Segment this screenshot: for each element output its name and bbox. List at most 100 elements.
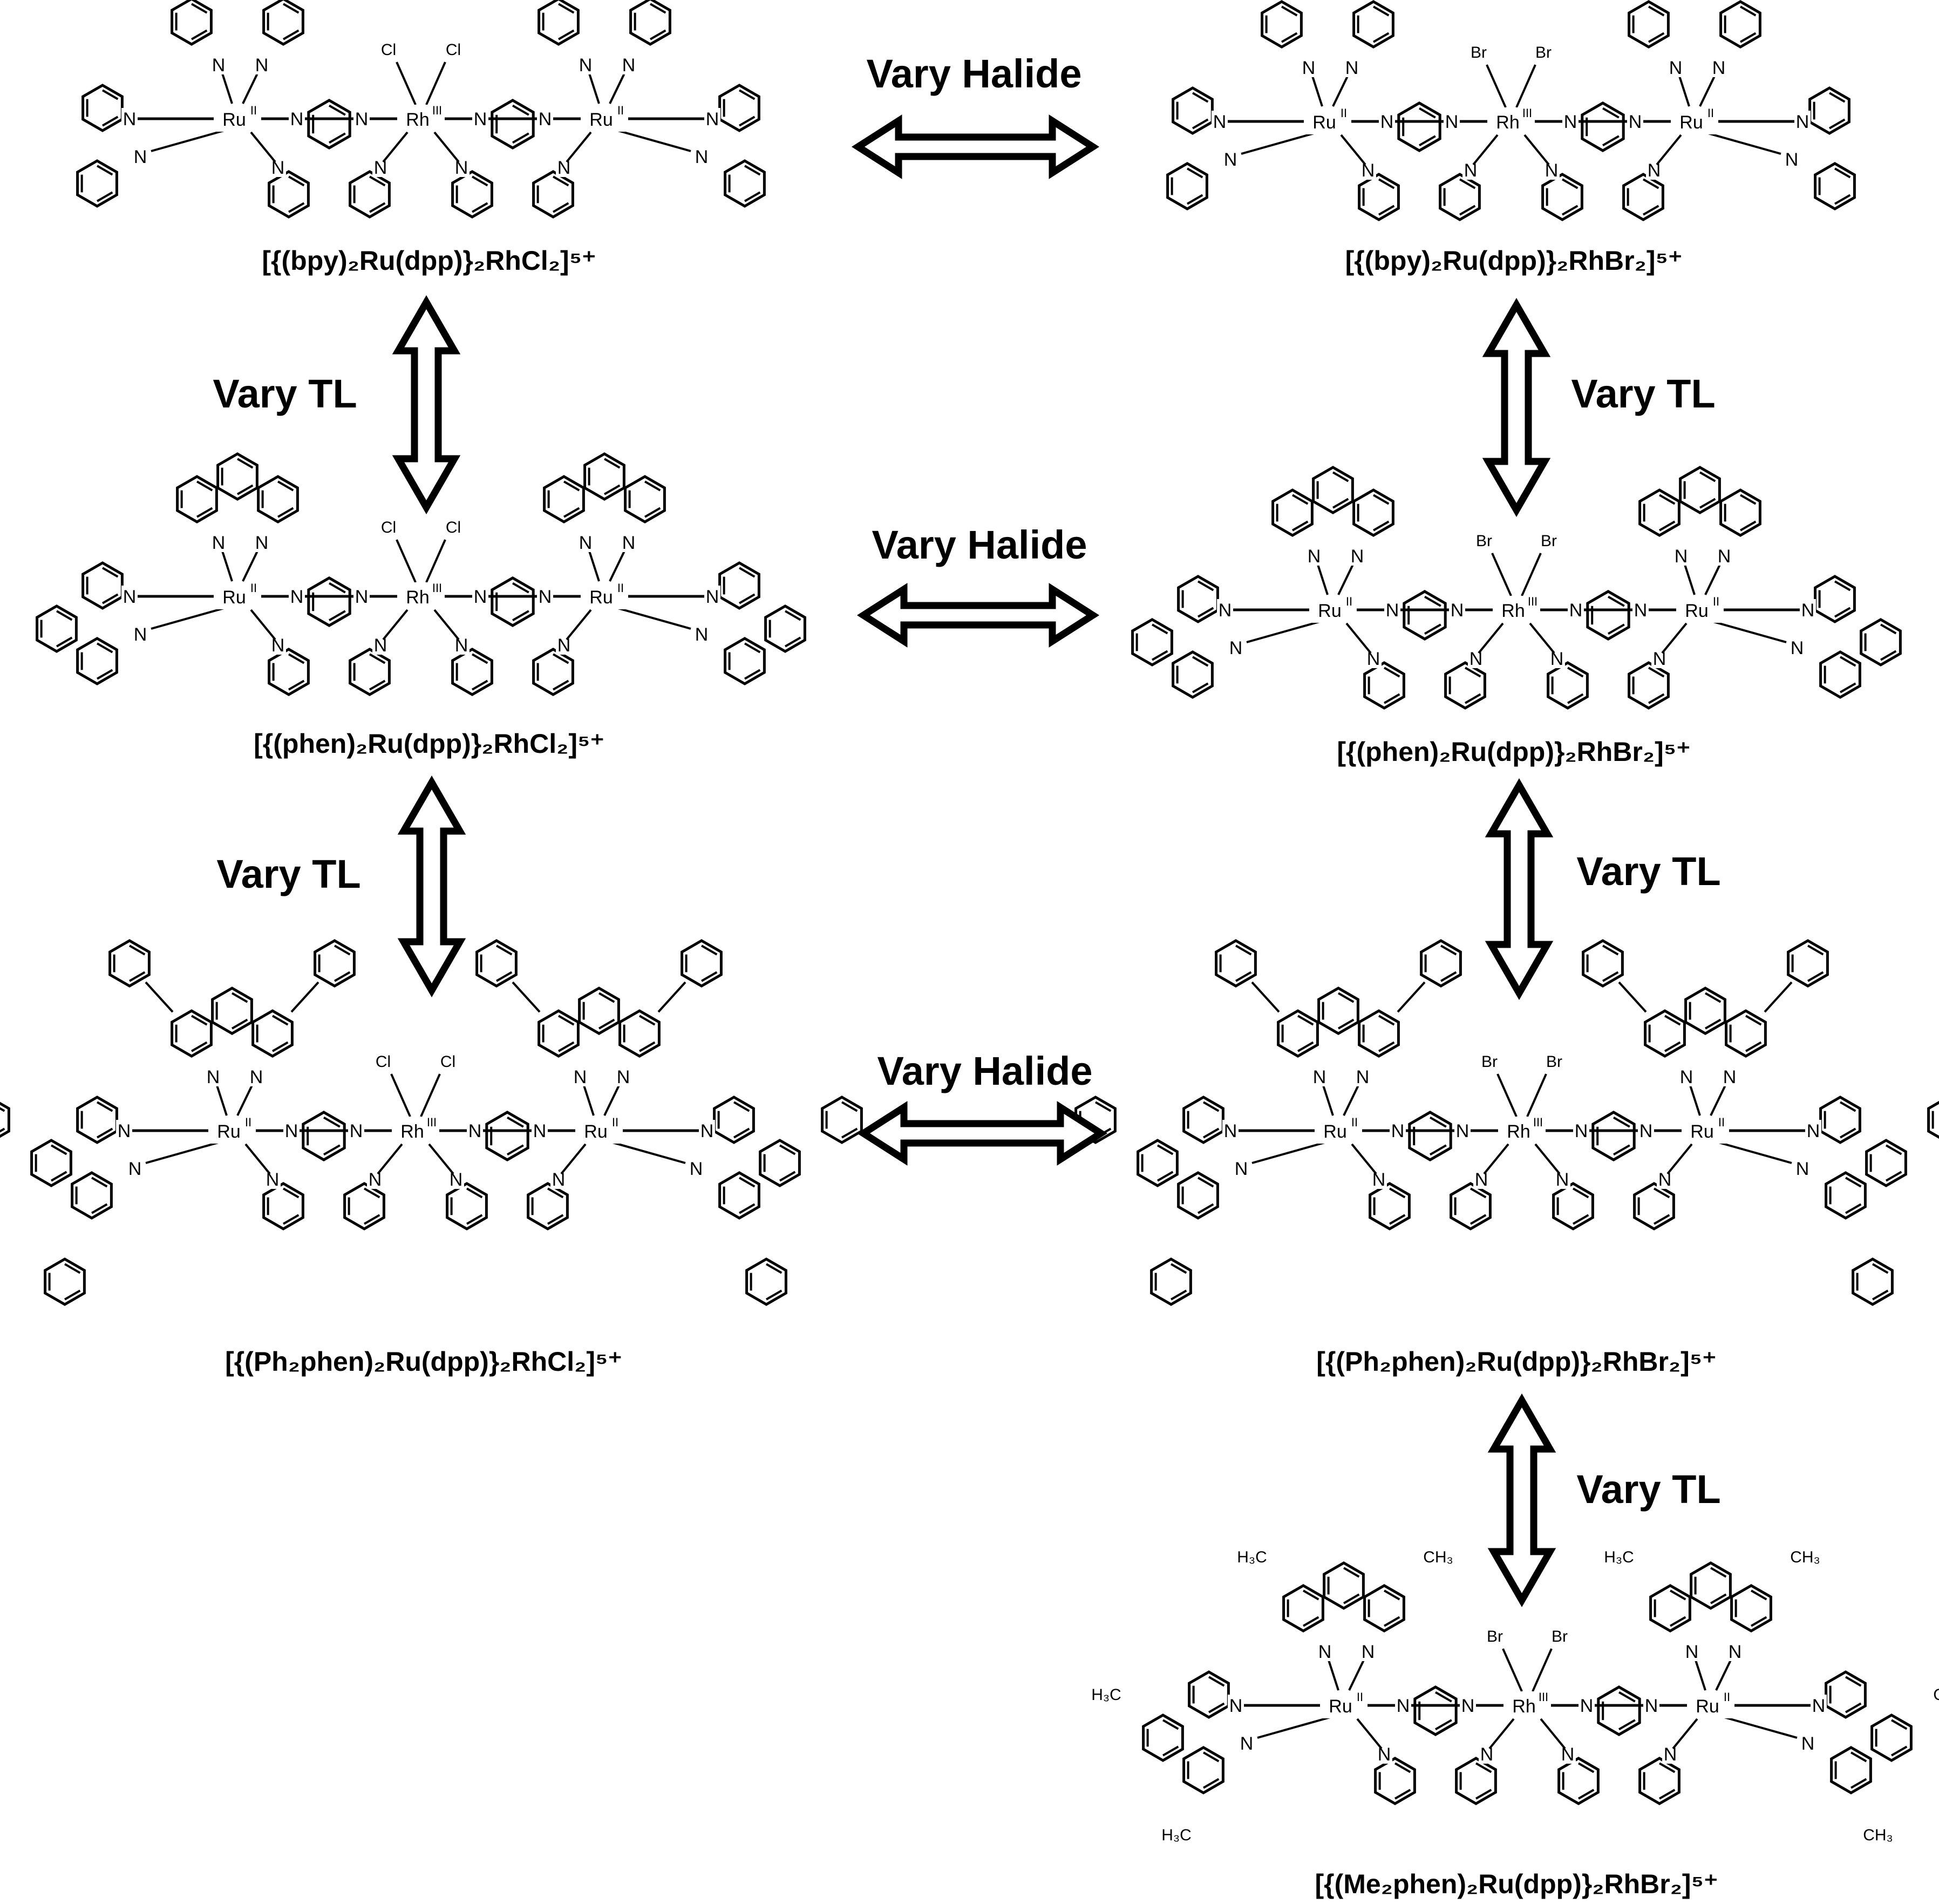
atom-mask — [1454, 1120, 1471, 1140]
double-bond — [638, 1041, 656, 1052]
double-bond — [196, 480, 213, 492]
ruthenium-atom-oxidation-state: II — [617, 104, 624, 117]
atom-mask — [1684, 1641, 1700, 1661]
double-bond — [1659, 494, 1676, 505]
phenyl-ring — [1074, 1096, 1117, 1144]
double-bond — [277, 507, 294, 518]
ruthenium-atom-oxidation-state: II — [245, 1116, 251, 1129]
ruthenium-atom-oxidation-state: II — [1707, 106, 1714, 120]
pyridyl-ring — [1633, 1182, 1675, 1230]
ruthenium-atom-oxidation-state: II — [1346, 595, 1352, 608]
double-bond — [1235, 944, 1252, 956]
phenyl-ring — [1420, 939, 1462, 988]
phen-ring — [1644, 1009, 1686, 1058]
ruthenium-atom: Ru — [589, 587, 613, 608]
nitrogen-atom: N — [1675, 546, 1688, 567]
atom-mask — [1233, 1158, 1249, 1178]
atom-mask — [532, 1120, 548, 1140]
double-bond — [369, 653, 386, 664]
atom-mask — [1716, 545, 1732, 566]
phenyl-ring — [314, 939, 356, 988]
nitrogen-atom: N — [539, 587, 552, 607]
ruthenium-atom: Ru — [1696, 1696, 1719, 1717]
outer-ring — [30, 1139, 72, 1187]
nitrogen-atom: N — [1397, 1696, 1410, 1716]
label-vary-tl-right-1: Vary TL — [1571, 371, 1715, 416]
bond — [609, 70, 627, 104]
bond — [382, 131, 409, 163]
nitrogen-atom: N — [574, 1067, 587, 1087]
double-bond — [1378, 178, 1395, 189]
outer-ring — [1819, 1096, 1861, 1144]
outer-ring — [1188, 1670, 1230, 1719]
double-bond — [1643, 205, 1659, 216]
bond — [1348, 1656, 1366, 1691]
phenyl-ring — [681, 939, 723, 988]
double-bond — [700, 944, 718, 956]
rh-halide-bond — [420, 1073, 441, 1117]
bpy-ring — [1352, 0, 1394, 49]
double-bond — [1378, 1041, 1395, 1052]
outer-ring — [1131, 618, 1173, 667]
double-bond — [1297, 1015, 1314, 1026]
halide-atom: Cl — [381, 41, 396, 59]
formula-phen-br: [{(phen)₂Ru(dpp)}₂RhBr₂]⁵⁺ — [1337, 737, 1690, 767]
double-bond — [1664, 1041, 1681, 1052]
bond — [1683, 561, 1696, 595]
atom-mask — [254, 532, 270, 552]
nitrogen-atom: N — [123, 587, 137, 607]
double-bond — [512, 132, 529, 144]
atom-mask — [289, 108, 305, 128]
double-arrow-halide-3 — [856, 1101, 1108, 1166]
double-bond — [1332, 471, 1349, 482]
atom-mask — [1711, 57, 1727, 77]
nitrogen-atom: N — [1796, 1159, 1809, 1179]
bond — [1337, 561, 1356, 595]
double-bond — [1659, 520, 1676, 532]
ruthenium-atom-oxidation-state: II — [250, 581, 257, 595]
atom-mask — [1311, 1066, 1328, 1086]
pyrazine-ring — [1591, 1111, 1636, 1161]
double-bond — [329, 610, 346, 622]
double-bond — [282, 1187, 300, 1199]
methyl-group: CH₃ — [1790, 1548, 1820, 1566]
double-bond — [1465, 693, 1481, 704]
atom-mask — [688, 1158, 704, 1178]
ruthenium-atom: Ru — [1312, 112, 1336, 133]
double-bond — [1613, 1144, 1630, 1156]
double-bond — [644, 480, 661, 492]
ruthenium-atom: Ru — [589, 110, 613, 130]
double-bond — [129, 944, 146, 956]
atom-mask — [621, 532, 637, 552]
double-bond — [1872, 1289, 1889, 1301]
double-bond — [1156, 1171, 1174, 1182]
double-bond — [1845, 1676, 1862, 1687]
nitrogen-atom: N — [1791, 638, 1804, 658]
double-bond — [1648, 693, 1665, 704]
double-bond — [329, 104, 346, 116]
pyridyl-ring — [1628, 661, 1670, 710]
outer-ring — [718, 561, 760, 610]
outer-ring — [1830, 1746, 1872, 1794]
nitrogen-atom: N — [1224, 1121, 1237, 1141]
double-bond — [1192, 682, 1209, 693]
double-bond — [598, 1018, 615, 1030]
nitrogen-atom: N — [1639, 1121, 1653, 1141]
phen-ring — [543, 475, 585, 523]
nitrogen-atom: N — [1785, 149, 1799, 170]
double-bond — [744, 642, 761, 654]
double-bond — [700, 971, 718, 982]
nitrogen-atom: N — [1451, 600, 1464, 621]
rh-halide-bond — [1486, 64, 1507, 108]
formula-me2phen-br: [{(Me₂phen)₂Ru(dpp)}₂RhBr₂]⁵⁺ — [1315, 1869, 1718, 1899]
atom-mask — [572, 1066, 588, 1086]
pyridyl-ring — [1439, 173, 1481, 221]
bond — [250, 131, 276, 163]
bond — [587, 70, 600, 104]
pyridyl-ring — [349, 648, 391, 696]
double-bond — [50, 1171, 67, 1182]
outer-ring — [36, 604, 78, 653]
outer-ring — [71, 1171, 113, 1220]
